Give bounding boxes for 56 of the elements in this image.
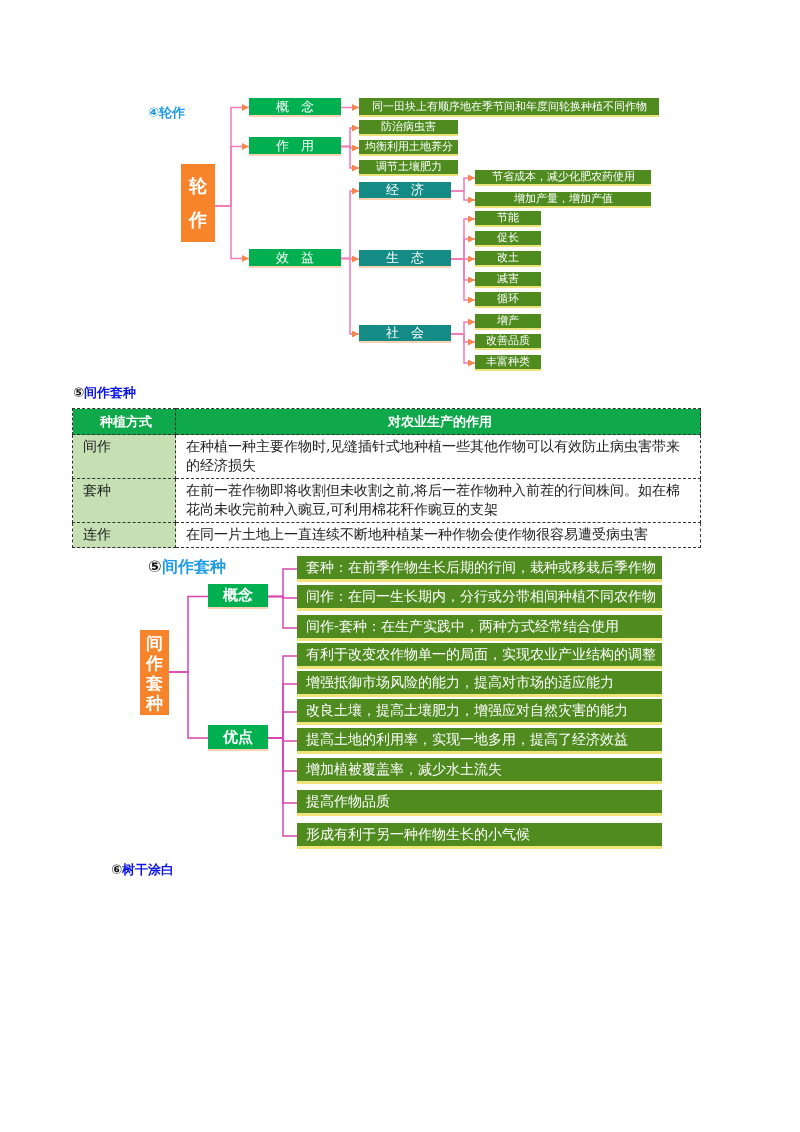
leaf-box: 改良土壤，提高土壤肥力，增强应对自然灾害的能力 bbox=[297, 699, 662, 725]
row-header: 套种 bbox=[72, 478, 176, 523]
leaf-box: 间作：在同一生长期内，分行或分带相间种植不同农作物 bbox=[297, 585, 662, 611]
leaf-box: 提高作物品质 bbox=[297, 790, 662, 816]
sub-branch-box: 社会 bbox=[359, 325, 451, 343]
topic-box: 轮作 bbox=[181, 164, 215, 242]
branch-box: 作用 bbox=[249, 137, 341, 156]
row-header: 间作 bbox=[72, 434, 176, 479]
leaf-box: 改土 bbox=[475, 251, 541, 267]
topic-box: 间作套种 bbox=[140, 630, 169, 715]
connector-arrow bbox=[340, 145, 360, 172]
branch-box: 优点 bbox=[208, 725, 268, 751]
leaf-box: 改善品质 bbox=[475, 334, 541, 350]
leaf-box: 增加产量，增加产值 bbox=[475, 192, 651, 208]
leaf-box: 增加植被覆盖率，减少水土流失 bbox=[297, 758, 662, 784]
leaf-box: 套种：在前季作物生长后期的行间，栽种或移栽后季作物 bbox=[297, 556, 662, 582]
leaf-box: 增强抵御市场风险的能力，提高对市场的适应能力 bbox=[297, 671, 662, 697]
connector-arrow bbox=[450, 333, 476, 367]
leaf-box: 间作-套种：在生产实践中，两种方式经常结合使用 bbox=[297, 615, 662, 641]
sub-branch-box: 生态 bbox=[359, 250, 451, 268]
section-heading: ⑤间作套种 bbox=[73, 384, 136, 402]
leaf-box: 同一田块上有顺序地在季节间和年度间轮换种植不同作物 bbox=[359, 98, 659, 117]
section-heading: ⑤间作套种 bbox=[148, 557, 226, 578]
leaf-box: 形成有利于另一种作物生长的小气候 bbox=[297, 823, 662, 849]
leaf-box: 提高土地的利用率，实现一地多用，提高了经济效益 bbox=[297, 728, 662, 754]
leaf-box: 循环 bbox=[475, 292, 541, 308]
leaf-box: 减害 bbox=[475, 272, 541, 288]
section-heading: ⑥树干涂白 bbox=[111, 861, 174, 879]
leaf-box: 节省成本，减少化肥农药使用 bbox=[475, 170, 651, 186]
section-heading: ④轮作 bbox=[148, 104, 185, 122]
connector-arrow bbox=[450, 258, 476, 304]
connector-line bbox=[267, 737, 298, 837]
table-cell: 在同一片土地上一直连续不断地种植某一种作物会使作物很容易遭受病虫害 bbox=[175, 522, 701, 548]
leaf-box: 增产 bbox=[475, 314, 541, 330]
connector-arrow bbox=[340, 104, 360, 111]
connector-arrow bbox=[340, 257, 360, 338]
row-header: 连作 bbox=[72, 522, 176, 548]
leaf-box: 促长 bbox=[475, 231, 541, 247]
column-header: 种植方式 bbox=[72, 408, 176, 435]
connector-arrow bbox=[214, 205, 250, 262]
sub-branch-box: 经济 bbox=[359, 182, 451, 200]
leaf-box: 调节土壤肥力 bbox=[359, 160, 458, 176]
connector-arrow bbox=[450, 190, 476, 204]
leaf-box: 防治病虫害 bbox=[359, 120, 458, 136]
column-header: 对农业生产的作用 bbox=[175, 408, 701, 435]
branch-box: 概念 bbox=[208, 584, 268, 609]
branch-box: 概念 bbox=[249, 98, 341, 117]
leaf-box: 节能 bbox=[475, 211, 541, 227]
table-cell: 在种植一种主要作物时,见缝插针式地种植一些其他作物可以有效防止病虫害带来的经济损失 bbox=[175, 434, 701, 479]
leaf-box: 均衡利用土地养分 bbox=[359, 140, 458, 156]
leaf-box: 有利于改变农作物单一的局面，实现农业产业结构的调整 bbox=[297, 643, 662, 669]
table-cell: 在前一茬作物即将收割但未收割之前,将后一茬作物种入前茬的行间株间。如在棉花尚未收完前种入豌豆,可利用棉花秆作豌豆的支架 bbox=[175, 478, 701, 523]
leaf-box: 丰富种类 bbox=[475, 355, 541, 371]
connector-line bbox=[168, 671, 209, 739]
branch-box: 效益 bbox=[249, 249, 341, 268]
connector-line bbox=[267, 595, 298, 629]
